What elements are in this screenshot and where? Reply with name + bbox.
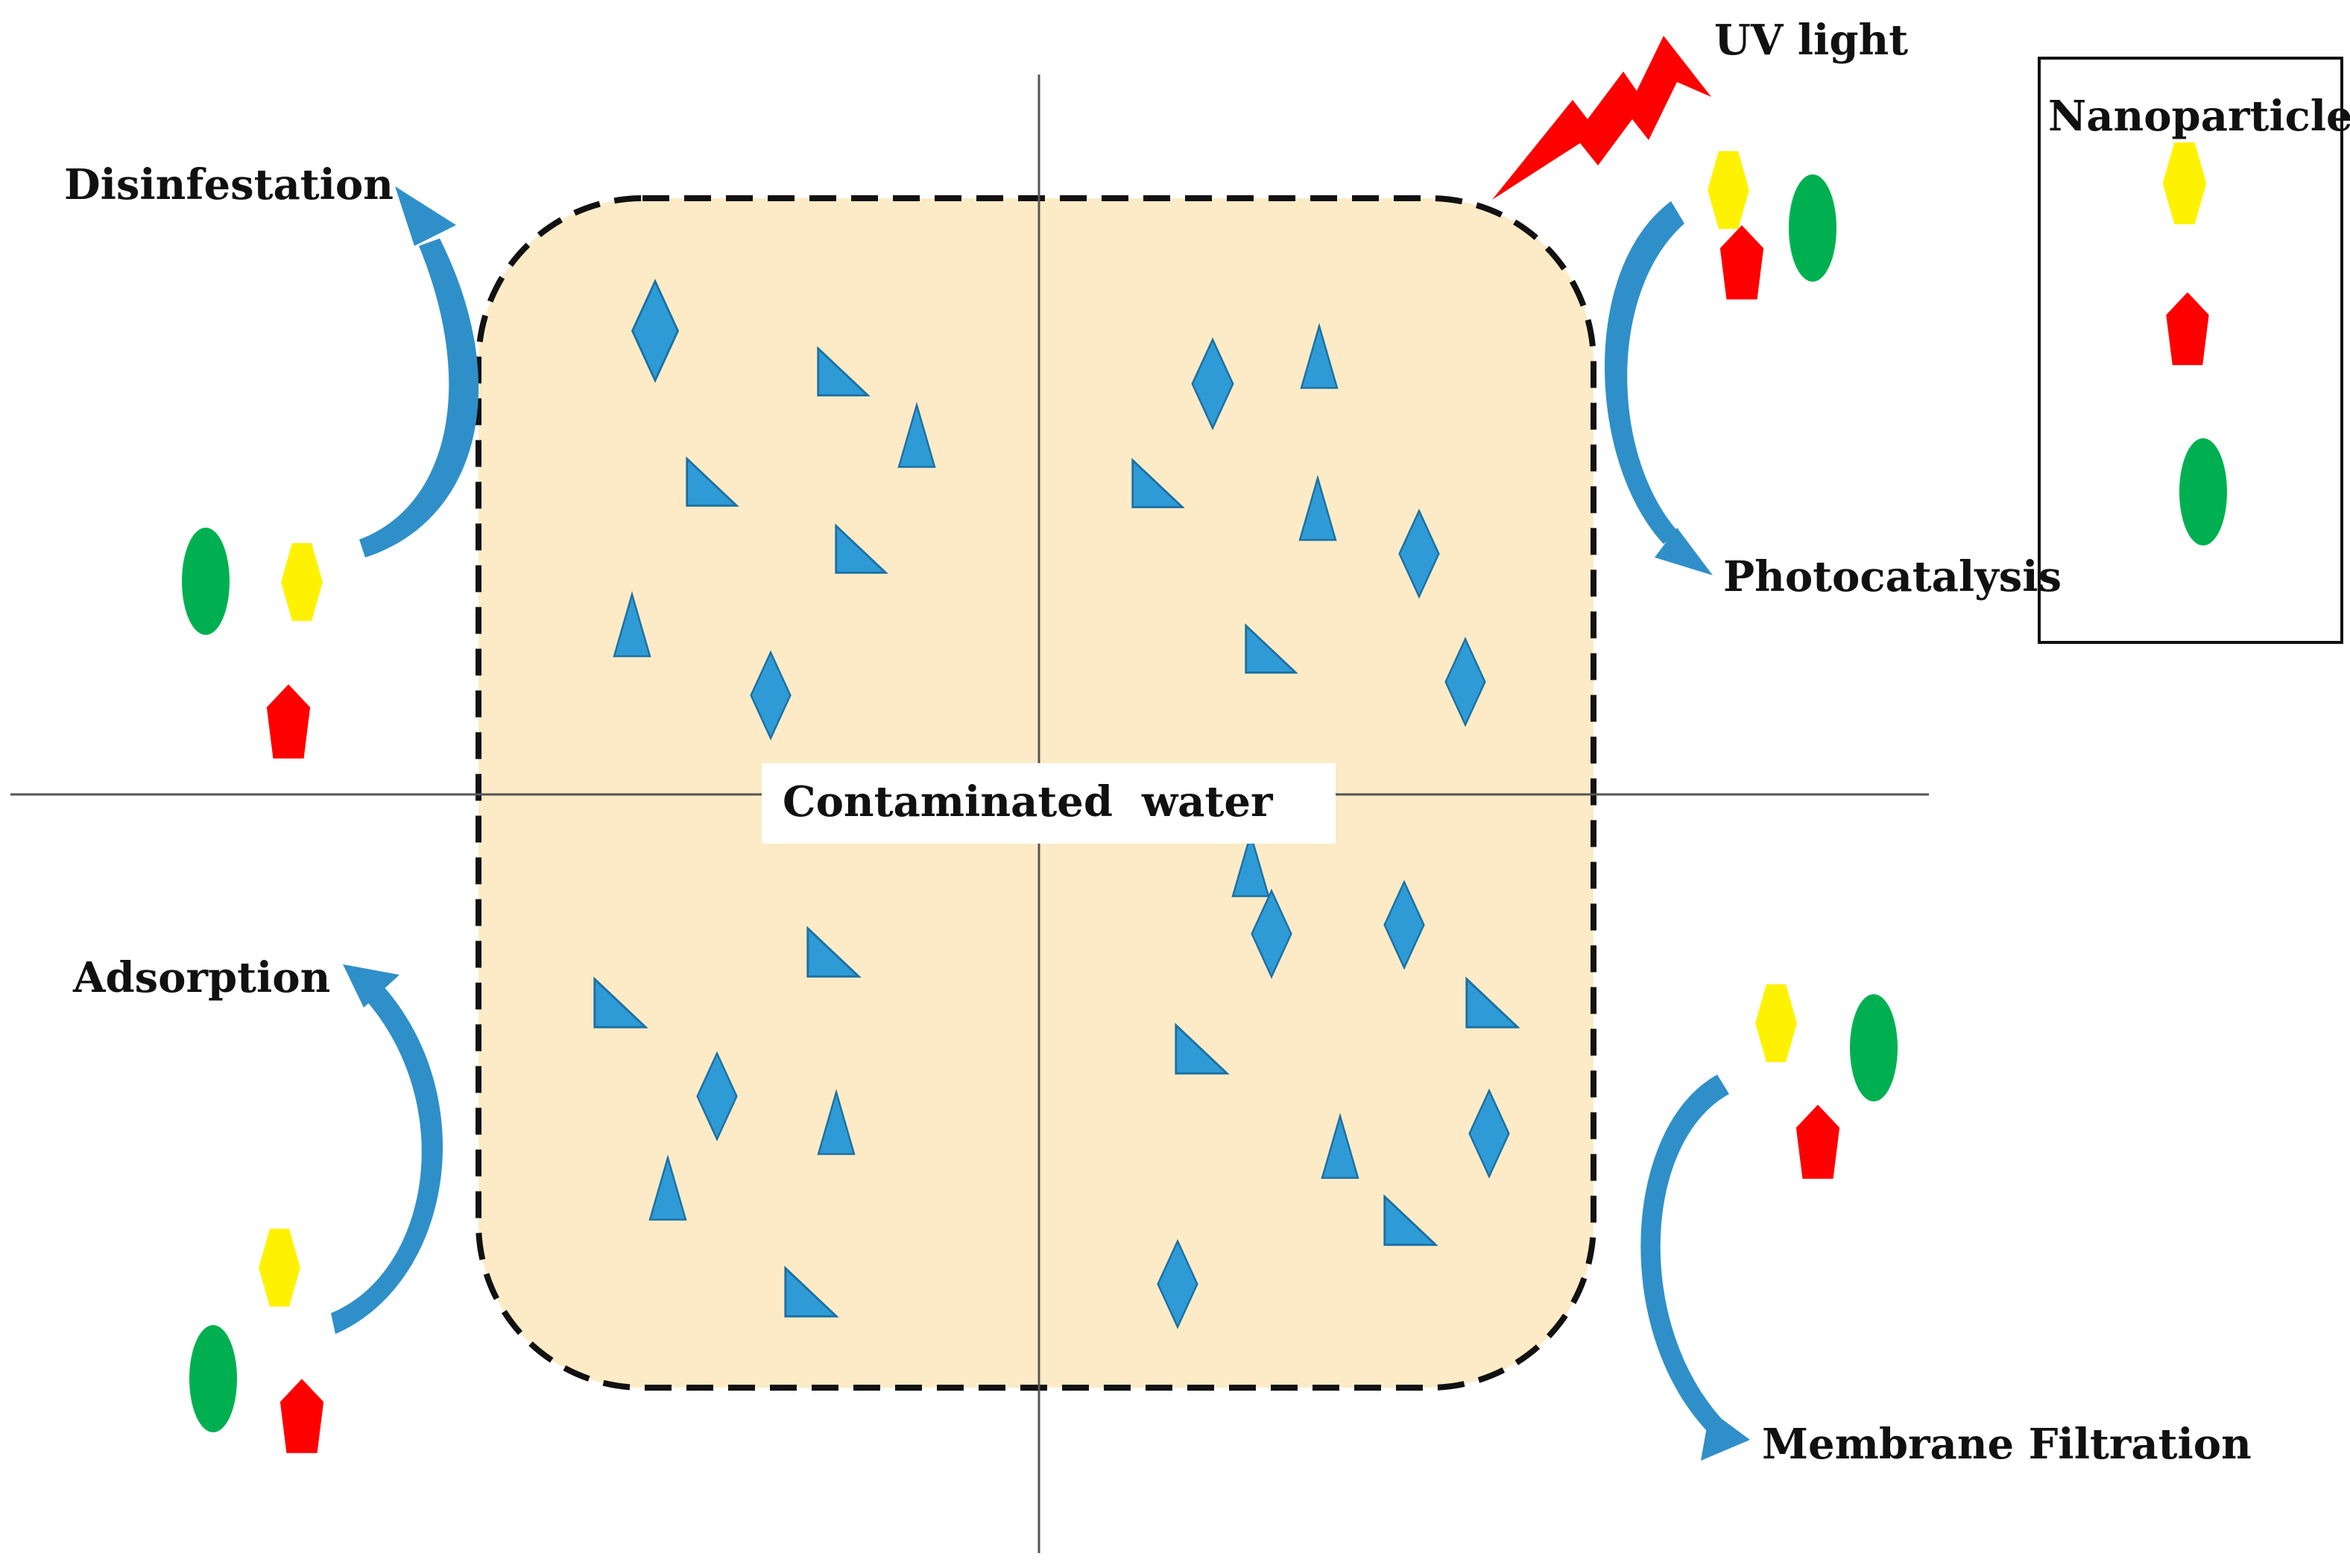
red-pentagon-nanoparticle-icon (1795, 1104, 1840, 1179)
green-ellipse-nanoparticle-icon (182, 528, 230, 635)
yellow-hexagon-nanoparticle-icon (1708, 151, 1749, 230)
photocatalysis-arrow (1605, 201, 1713, 575)
uv-light-label: UV light (1714, 16, 1909, 65)
nanoparticles-photocatalysis (1708, 151, 1836, 300)
membrane-filtration-label: Membrane Filtration (1762, 1420, 2252, 1469)
yellow-hexagon-nanoparticle-icon (1755, 984, 1797, 1063)
green-ellipse-nanoparticle-icon (189, 1325, 237, 1432)
adsorption-label: Adsorption (73, 953, 331, 1002)
nanoparticles-adsorption (189, 1228, 324, 1453)
disinfestation-label: Disinfestation (64, 160, 394, 209)
red-pentagon-nanoparticle-icon (279, 1379, 324, 1453)
photocatalysis-label: Photocatalysis (1723, 552, 2062, 601)
adsorption-arrow (331, 964, 443, 1334)
green-ellipse-nanoparticle-icon (1789, 174, 1836, 282)
nanoparticles-membrane-filtration (1755, 984, 1898, 1179)
yellow-hexagon-nanoparticle-icon (259, 1228, 300, 1307)
green-ellipse-nanoparticle-icon (1850, 994, 1898, 1101)
yellow-hexagon-nanoparticle-icon (281, 543, 323, 622)
uv-lightning-icon (1492, 36, 1711, 200)
red-pentagon-nanoparticle-icon (1719, 225, 1764, 300)
contaminated-water-label: Contaminated water (783, 777, 1273, 826)
disinfestation-arrow (359, 186, 479, 557)
nanoparticles-legend (2038, 57, 2343, 644)
membrane-filtration-arrow (1640, 1075, 1750, 1461)
nanoparticles-disinfestation (182, 528, 323, 759)
red-pentagon-nanoparticle-icon (266, 684, 311, 759)
contaminated-water-label-box (762, 763, 1336, 844)
legend-green-ellipse-icon (2179, 438, 2227, 546)
legend-title: Nanoparticles (2048, 92, 2350, 141)
